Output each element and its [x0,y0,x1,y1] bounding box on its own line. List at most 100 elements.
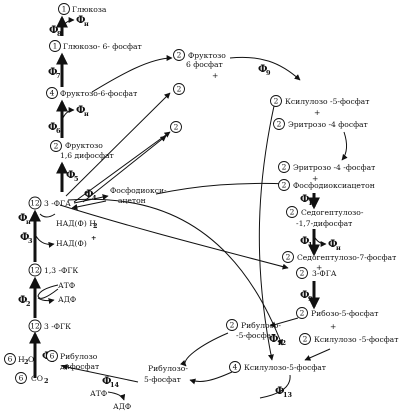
compound-label-line2: дифосфат [60,362,99,371]
compound-label: Фруктозо [188,51,226,60]
svg-text:2: 2 [24,358,29,366]
compound-label: Рибулозо- [241,321,281,330]
plus-sign: + [312,174,318,183]
compound-label: Рибулозо- [148,364,188,373]
count-circle [278,161,290,173]
node-xu5p-2: 2 Ксилулозо -5-фосфат [299,333,398,345]
node-xu5p-3: 4 Ксилулозо-5-фосфат [229,361,326,373]
svg-text:н: н [336,244,341,252]
arrow-pga-to-gap-right [59,204,289,270]
count-number: 2 [54,142,59,151]
svg-text:н: н [84,20,89,28]
arrow-to-circle-2a [65,92,171,197]
node-g6p: 1 Глюкозо- 6- фосфат [49,40,142,52]
nadp-label: НАД(Ф) [56,239,87,248]
nadp-arrow [35,235,55,248]
node-dhap: Фосфодиокси- ацетон [110,186,167,205]
svg-text:2: 2 [93,222,98,230]
count-circle [15,372,27,384]
svg-text:14: 14 [110,381,120,389]
count-number: 4 [233,363,238,372]
compound-label: 3 -ФГА [44,199,71,208]
count-number: 2 [282,163,287,172]
compound-label-line2: -1,7-дифосфат [296,219,352,228]
node-h2o: 6 Н 2 О [4,353,34,366]
count-circle [273,118,285,130]
atp-loop [37,284,59,299]
node-gap-right: 2 3-ФГА [296,267,337,279]
svg-text:9: 9 [266,69,271,77]
enzyme-f13: Ф [275,386,285,397]
enzyme-f2: Ф [18,295,28,306]
compound-label: Фосфодиоксиацетон [293,181,375,190]
adp-label: АДФ [58,295,76,304]
pn-branch-arrow [61,107,75,121]
node-glucose: 1 Глюкоза [58,3,107,15]
count-number: 2 [300,309,305,318]
arrow-xu5p-3-to-bottom [189,371,233,385]
atp-label: АТФ [90,389,107,398]
enzyme-f12: Ф [269,334,279,345]
svg-text:2: 2 [26,300,31,308]
count-number: 2 [177,85,182,94]
compound-label: Седогептулозо-7-фосфат [297,253,396,262]
pn-branch-arrow [313,235,327,247]
node-ru5p-mid: 2 Рибулозо- -5-фосфат [226,319,281,340]
compound-label-line2: 6 фосфат [186,60,223,69]
count-circle [286,206,298,218]
arrow-xu5p-2-to-xu5p-3 [304,348,331,361]
compound-label-line2: ацетон [118,196,146,205]
count-circle [49,40,61,52]
phosphate-released: Ф [328,239,338,250]
count-number: 6 [8,355,13,364]
plus-sign: + [314,108,320,117]
count-circle [270,95,282,107]
node-circle-2a: 2 [173,83,185,95]
count-number: 4 [50,89,55,98]
compound-label: Фруктозо [65,141,103,150]
arrow-pga-to-xu5p [67,198,283,346]
svg-text:13: 13 [283,391,293,399]
count-circle [296,267,308,279]
node-circle-2b: 2 [170,121,182,133]
compound-label: 3-ФГА [312,269,337,278]
enzyme-f8: Ф [49,25,59,36]
atp-label: АТФ [58,281,75,290]
count-circle [46,350,58,362]
count-number: 2 [282,181,287,190]
count-number: 2 [290,208,295,217]
arrow-ru5p-mid-to-bottom [180,332,229,367]
count-number: 2 [274,97,279,106]
enzyme-f11: Ф [300,236,310,247]
arrow-to-xu5p-1 [229,56,301,81]
svg-text:7: 7 [56,72,61,80]
count-circle [296,307,308,319]
node-pgk: 12 3 -ФГК [28,319,71,333]
compound-label: Н [18,355,25,364]
arrow-f6p-from-left [91,55,173,93]
node-sbp: 2 Седогептулозо- -1,7-дифосфат [286,206,364,228]
compound-label: Ксилулозо-5-фосфат [244,363,326,372]
svg-text:8: 8 [57,30,62,38]
count-circle [58,3,70,15]
enzyme-f7: Ф [48,67,58,78]
node-rubp: 6 Рибулозо дифосфат [46,350,99,371]
count-circle [28,196,42,210]
adp-arrow [37,297,55,304]
compound-label: Эритрозо -4 -фосфат [293,163,375,172]
enzyme-f14: Ф [102,376,112,387]
compound-label: 3 -ФГК [44,322,71,331]
plus-sign: + [330,322,336,331]
node-co2: 6 СО 2 [15,372,49,385]
svg-text:4: 4 [92,194,97,202]
svg-text:10: 10 [308,199,318,207]
node-f6p-top: 2 Фруктозо 6 фосфат [173,49,226,69]
node-fbp: 2 Фруктозо 1,6 дифосфат [50,140,114,160]
adp-label: АДФ [113,402,131,411]
svg-text:2: 2 [44,377,49,385]
arrow-dhap-to-right-dhap [155,180,289,195]
enzyme-f10: Ф [300,194,310,205]
count-number: 12 [30,199,40,208]
phosphate-released: Ф [76,15,86,26]
